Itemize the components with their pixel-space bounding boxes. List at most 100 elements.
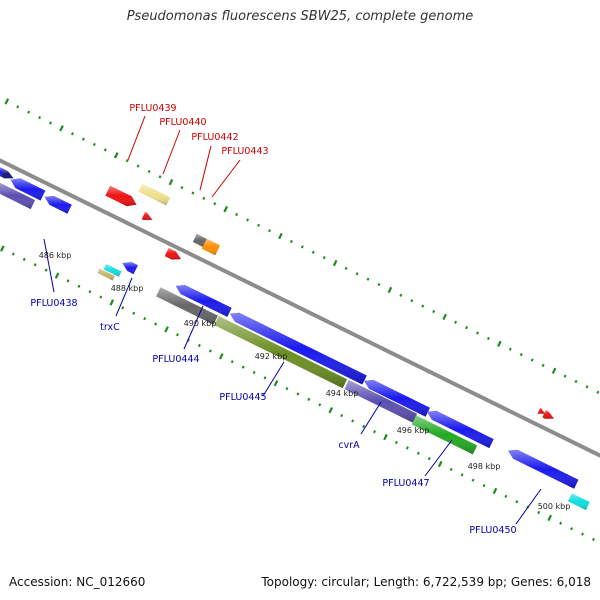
outer-tick-mark xyxy=(49,121,53,125)
outer-tick-mark xyxy=(125,159,129,163)
outer-tick-mark xyxy=(486,336,490,341)
outer-tick-mark xyxy=(476,331,479,335)
outer-tick-mark xyxy=(541,363,545,367)
inner-tick-mark xyxy=(218,353,224,360)
inner-tick-mark xyxy=(176,333,179,337)
gene-blue-small-shading xyxy=(122,262,138,275)
gene-red-pair-2-shading xyxy=(542,410,554,419)
tick-label: 500 kbp xyxy=(538,502,571,511)
gene-cyan-right-shading xyxy=(567,493,590,511)
inner-tick-mark xyxy=(537,510,541,515)
gene-pflu0438-leader xyxy=(43,238,55,293)
tick-label: 490 kbp xyxy=(184,319,217,328)
inner-tick-mark xyxy=(559,521,563,525)
inner-tick-mark xyxy=(504,494,508,498)
inner-tick-mark xyxy=(154,322,158,326)
tick-label: 494 kbp xyxy=(326,389,359,398)
outer-tick-mark xyxy=(344,266,348,271)
inner-tick-mark xyxy=(241,365,245,369)
inner-tick-mark xyxy=(66,279,70,283)
inner-tick-mark xyxy=(570,527,574,531)
gene-blue-4-shading xyxy=(230,312,367,385)
inner-tick-mark xyxy=(273,380,279,387)
inner-tick-mark xyxy=(285,387,289,391)
outer-tick-mark xyxy=(530,358,534,362)
outer-tick-mark xyxy=(147,169,151,174)
outer-tick-mark xyxy=(289,239,293,244)
inner-tick-mark xyxy=(591,537,595,542)
gene-blue-6-shading xyxy=(426,410,494,449)
gene-trxc-label: trxC xyxy=(100,322,120,333)
inner-tick-mark xyxy=(492,487,498,495)
inner-tick-mark xyxy=(164,326,169,333)
genome-backbone xyxy=(0,158,600,458)
outer-tick-mark xyxy=(92,142,96,147)
gene-green-shading xyxy=(411,415,478,455)
gene-pflu0445-leader xyxy=(262,361,285,397)
outer-tick-mark xyxy=(508,347,512,351)
gene-pflu0447-label: PFLU0447 xyxy=(382,478,429,489)
outer-tick-mark xyxy=(551,367,557,374)
gene-tan-shading xyxy=(97,268,115,281)
gene-gray-shading xyxy=(156,287,218,325)
inner-tick-mark xyxy=(383,433,388,441)
gene-red-reverse-shading xyxy=(164,248,182,260)
outer-tick-mark xyxy=(191,191,195,195)
outer-tick-mark xyxy=(300,245,304,249)
inner-tick-mark xyxy=(208,349,212,353)
gene-orange-shading xyxy=(201,238,221,256)
inner-tick-mark xyxy=(394,440,398,445)
inner-tick-mark xyxy=(460,473,464,477)
inner-tick-mark xyxy=(11,252,15,256)
genome-title: Pseudomonas fluorescens SBW25, complete … xyxy=(126,9,474,24)
tick-label: 496 kbp xyxy=(397,426,430,435)
tick-label: 492 kbp xyxy=(255,352,288,361)
inner-tick-mark xyxy=(197,343,201,348)
outer-tick-mark xyxy=(332,259,338,267)
gene-red-forward-shading xyxy=(105,185,137,207)
label-callouts: PFLU0439PFLU0440PFLU0442PFLU0443PFLU0438… xyxy=(30,103,542,536)
gene-cyan-shading xyxy=(103,264,122,277)
outer-tick-mark xyxy=(235,212,239,217)
outer-tick-mark xyxy=(4,98,10,105)
inner-tick-mark xyxy=(373,430,377,434)
gene-cvra-leader xyxy=(360,401,382,435)
outer-tick-mark xyxy=(16,105,20,109)
tick-label: 486 kbp xyxy=(39,251,72,260)
gene-pflu0439-label: PFLU0439 xyxy=(129,103,176,114)
outer-tick-mark xyxy=(268,229,271,233)
inner-tick-mark xyxy=(109,299,115,306)
outer-tick-mark xyxy=(497,340,502,347)
outer-tick-mark xyxy=(59,125,64,132)
outer-tick-mark xyxy=(410,299,414,303)
outer-tick-mark xyxy=(377,282,381,287)
inner-tick-mark xyxy=(296,392,300,396)
inner-tick-mark xyxy=(230,360,234,364)
inner-tick-mark xyxy=(328,407,334,414)
inner-tick-mark xyxy=(0,245,5,252)
outer-tick-mark xyxy=(213,202,217,206)
gene-pflu0440-leader xyxy=(162,129,181,175)
inner-tick-mark xyxy=(581,532,584,536)
outer-tick-mark xyxy=(465,326,469,330)
gene-pflu0443-label: PFLU0443 xyxy=(221,146,268,157)
inner-tick-mark xyxy=(44,268,48,272)
outer-tick-mark xyxy=(585,385,589,389)
outer-tick-dots xyxy=(4,98,600,394)
accession-text: Accession: NC_012660 xyxy=(9,575,146,589)
outer-tick-mark xyxy=(223,205,229,213)
outer-tick-mark xyxy=(168,179,174,186)
outer-tick-mark xyxy=(454,320,458,324)
outer-tick-mark xyxy=(366,277,370,281)
inner-tick-mark xyxy=(22,257,26,261)
inner-tick-mark xyxy=(416,451,420,455)
outer-tick-mark xyxy=(355,272,359,276)
inner-tick-mark xyxy=(318,403,322,407)
gene-pflu0444-label: PFLU0444 xyxy=(152,354,199,365)
gene-red-small-shading xyxy=(141,211,153,220)
outer-tick-mark xyxy=(113,152,119,159)
inner-tick-mark xyxy=(340,413,344,418)
outer-tick-mark xyxy=(202,196,206,200)
inner-tick-dots xyxy=(0,245,595,542)
